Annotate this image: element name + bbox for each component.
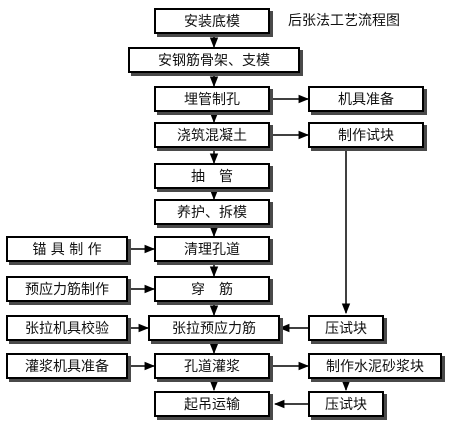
node-hoist-transport: 起吊运输 [154, 391, 270, 417]
node-make-test-block: 制作试块 [308, 122, 424, 148]
node-install-rebar-frame: 安钢筋骨架、支模 [128, 47, 300, 73]
node-pull-tube: 抽 管 [154, 163, 270, 189]
node-grout-equipment-prep: 灌浆机具准备 [6, 353, 128, 379]
node-press-test-block-1: 压试块 [308, 315, 384, 341]
node-tension-tendon: 张拉预应力筋 [148, 315, 280, 341]
diagram-title: 后张法工艺流程图 [288, 13, 400, 29]
node-grout-duct: 孔道灌浆 [154, 353, 270, 379]
node-install-base-mold: 安装底模 [154, 8, 270, 34]
node-clean-duct: 清理孔道 [154, 236, 270, 262]
node-press-test-block-2: 压试块 [308, 391, 384, 417]
node-curing-demold: 养护、拆模 [154, 199, 270, 225]
node-threading: 穿 筋 [154, 276, 270, 302]
node-pour-concrete: 浇筑混凝土 [154, 122, 270, 148]
node-embed-tube-holes: 埋管制孔 [154, 86, 270, 112]
node-tension-equipment-calibration: 张拉机具校验 [6, 315, 128, 341]
node-prepare-equipment: 机具准备 [308, 86, 424, 112]
node-anchor-fabrication: 锚 具 制 作 [6, 236, 128, 262]
node-tendon-fabrication: 预应力筋制作 [6, 276, 128, 302]
node-make-mortar-block: 制作水泥砂浆块 [308, 353, 442, 379]
